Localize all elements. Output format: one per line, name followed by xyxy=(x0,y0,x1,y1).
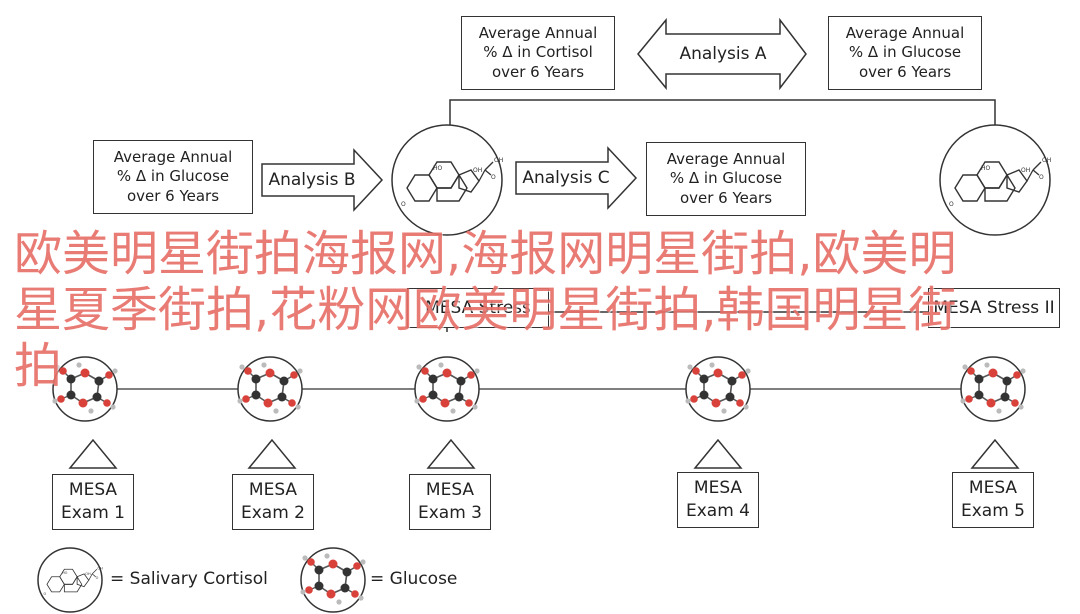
exam-box-4: MESA Exam 4 xyxy=(677,472,759,528)
triangle-marker-icon xyxy=(970,438,1020,469)
analysis-c-arrow xyxy=(515,146,638,210)
triangle-marker-icon xyxy=(426,438,476,469)
box-line: over 6 Years xyxy=(126,186,220,205)
legend-cortisol-icon xyxy=(37,547,104,613)
mesa-stress-ii-box: MESA Stress II xyxy=(928,288,1060,328)
box-line: % Δ in Glucose xyxy=(848,43,962,62)
glucose-molecule-icon xyxy=(413,356,481,422)
cortisol-molecule-icon xyxy=(391,124,504,236)
exam-line: MESA xyxy=(248,480,298,501)
exam-line: Exam 4 xyxy=(686,501,750,521)
exam-line: Exam 5 xyxy=(961,501,1025,521)
box-line: % Δ in Glucose xyxy=(669,169,783,188)
stress-label: MESA Stress xyxy=(425,297,531,318)
exam-box-2: MESA Exam 2 xyxy=(232,474,314,530)
triangle-marker-icon xyxy=(247,438,297,469)
exam-line: MESA xyxy=(693,478,743,499)
legend-glucose-icon xyxy=(299,547,367,613)
exam-box-5: MESA Exam 5 xyxy=(952,472,1034,528)
box-line: Average Annual xyxy=(478,23,598,42)
box-line: over 6 Years xyxy=(858,62,952,81)
glucose-change-box-right: Average Annual % Δ in Glucose over 6 Yea… xyxy=(646,142,806,216)
exam-line: MESA xyxy=(425,480,475,501)
exam-line: Exam 3 xyxy=(418,503,482,523)
watermark-text: 欧美明星街拍海报网,海报网明星街拍,欧美明星夏季街拍,花粉网欧美明星街拍,韩国明… xyxy=(14,226,957,394)
glucose-molecule-icon xyxy=(51,356,119,422)
triangle-marker-icon xyxy=(693,438,743,469)
exam-line: Exam 1 xyxy=(61,503,125,523)
top-bracket xyxy=(449,99,996,126)
box-line: over 6 Years xyxy=(679,188,773,207)
mesa-stress-box: MESA Stress xyxy=(407,288,549,328)
cortisol-molecule-icon xyxy=(939,124,1052,236)
box-line: Average Annual xyxy=(666,149,786,168)
cortisol-change-box: Average Annual % Δ in Cortisol over 6 Ye… xyxy=(461,16,615,90)
exam-line: Exam 2 xyxy=(241,503,305,523)
exam-box-3: MESA Exam 3 xyxy=(409,474,491,530)
glucose-change-box-top: Average Annual % Δ in Glucose over 6 Yea… xyxy=(828,16,982,90)
box-line: % Δ in Cortisol xyxy=(483,43,593,62)
box-line: Average Annual xyxy=(113,147,233,166)
legend-cortisol-label: = Salivary Cortisol xyxy=(110,569,268,589)
analysis-b-arrow xyxy=(261,148,384,212)
exam-box-1: MESA Exam 1 xyxy=(52,474,134,530)
box-line: over 6 Years xyxy=(491,62,585,81)
glucose-change-box-left: Average Annual % Δ in Glucose over 6 Yea… xyxy=(93,140,253,214)
box-line: Average Annual xyxy=(845,23,965,42)
triangle-marker-icon xyxy=(68,438,118,469)
box-line: % Δ in Glucose xyxy=(116,167,230,186)
legend-glucose-label: = Glucose xyxy=(370,569,458,589)
glucose-molecule-icon xyxy=(684,356,752,422)
exam-line: MESA xyxy=(968,478,1018,499)
stress-ii-label: MESA Stress II xyxy=(933,297,1055,318)
glucose-molecule-icon xyxy=(236,356,304,422)
exam-line: MESA xyxy=(68,480,118,501)
glucose-molecule-icon xyxy=(959,356,1027,422)
analysis-a-label: Analysis A xyxy=(679,44,767,64)
analysis-b-label: Analysis B xyxy=(268,170,356,190)
analysis-a-arrow xyxy=(637,17,807,91)
analysis-c-label: Analysis C xyxy=(522,168,610,188)
